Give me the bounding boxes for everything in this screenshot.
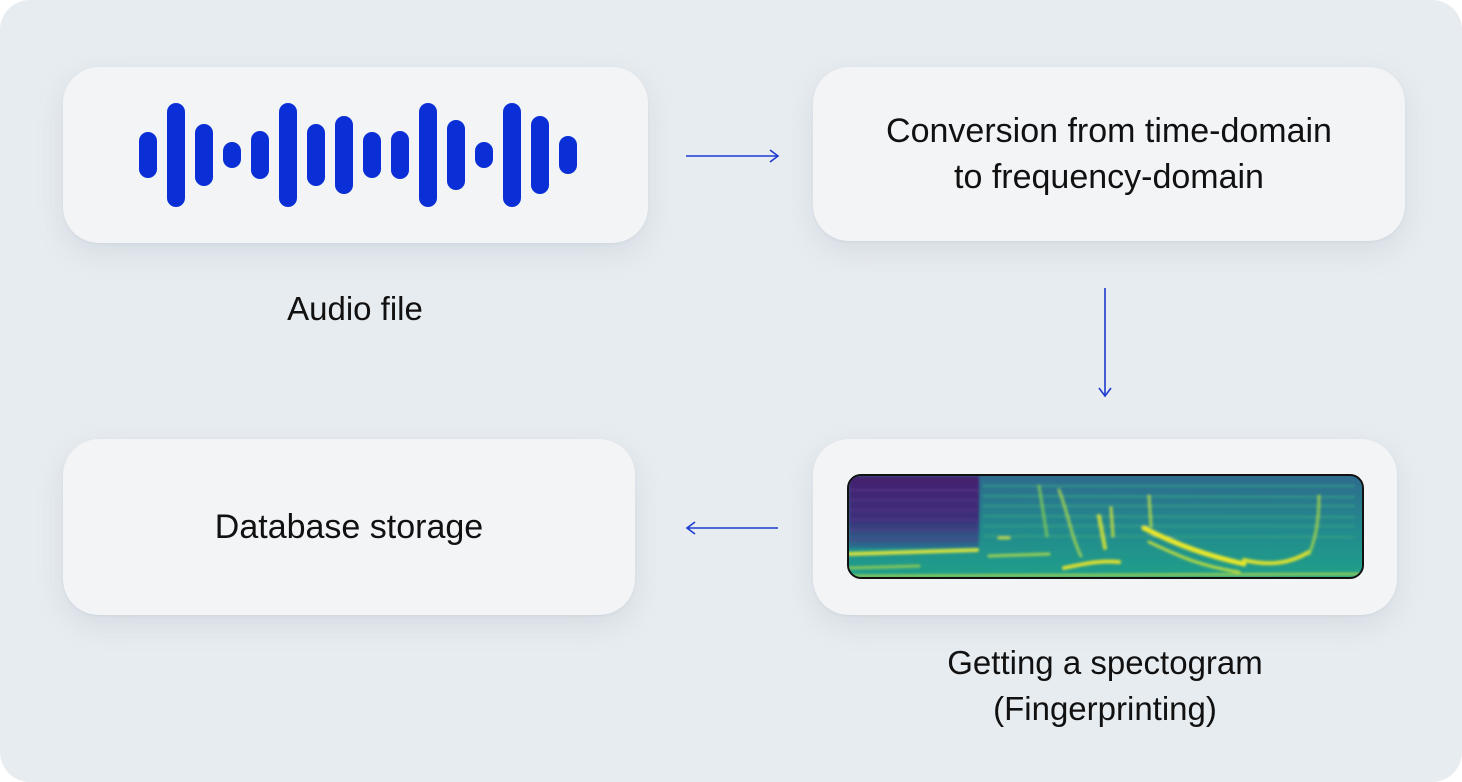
waveform-bar <box>167 103 185 207</box>
spectrogram-caption: Getting a spectogram (Fingerprinting) <box>947 644 1263 727</box>
database-storage-label: Database storage <box>214 508 484 546</box>
conversion-label: Conversion from time-domain to frequency… <box>886 112 1332 196</box>
waveform-bar <box>251 131 269 179</box>
conversion-card: Conversion from time-domain to frequency… <box>813 67 1405 241</box>
waveform-bar <box>559 136 577 174</box>
arrow-left-icon <box>685 521 778 535</box>
audio-file-caption: Audio file <box>287 290 423 327</box>
waveform-bar <box>223 142 241 168</box>
waveform-bar <box>391 131 409 179</box>
waveform-bar <box>335 116 353 194</box>
audio-file-card <box>63 67 648 243</box>
arrow-down-icon <box>1098 288 1112 398</box>
spectrogram-card <box>813 439 1397 615</box>
waveform-bar <box>307 124 325 186</box>
waveform-bar <box>503 103 521 207</box>
waveform-bar <box>447 120 465 190</box>
database-storage-card: Database storage <box>63 439 635 615</box>
audio-waveform-icon <box>139 103 577 207</box>
waveform-bar <box>531 116 549 194</box>
spectrogram-image <box>847 474 1364 579</box>
waveform-bar <box>279 103 297 207</box>
waveform-bar <box>363 132 381 178</box>
waveform-bar <box>475 142 493 168</box>
arrow-right-icon <box>686 149 780 163</box>
waveform-bar <box>419 103 437 207</box>
waveform-bar <box>195 124 213 186</box>
waveform-bar <box>139 132 157 178</box>
